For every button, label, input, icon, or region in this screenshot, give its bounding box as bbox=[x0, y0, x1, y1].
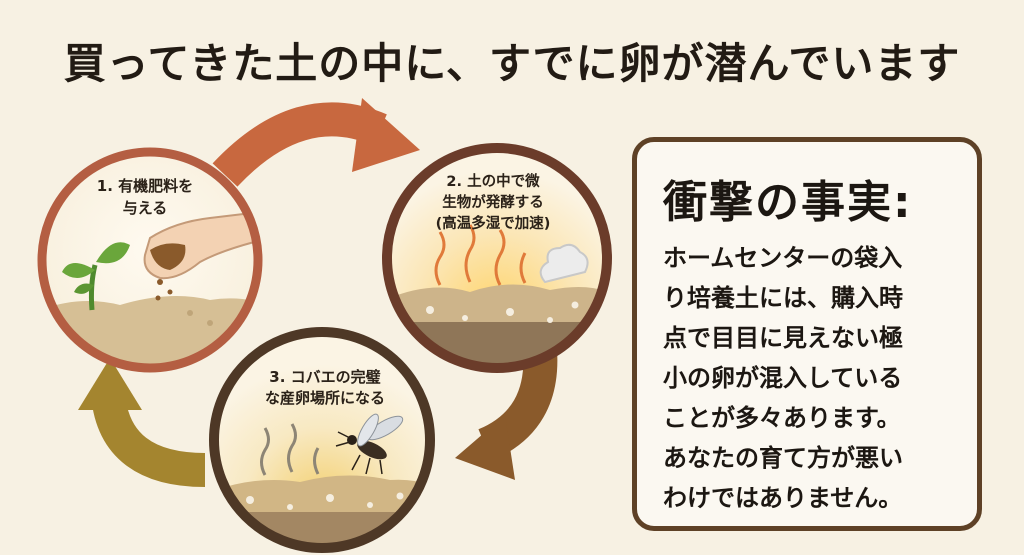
gnat-icon bbox=[335, 413, 404, 475]
step1-text: 有機肥料を 与える bbox=[118, 177, 194, 217]
step3-number: 3. bbox=[269, 368, 286, 386]
arrow-3-to-1 bbox=[78, 358, 206, 487]
seedling-icon bbox=[62, 242, 130, 311]
step2-label: 2. 土の中で微 生物が発酵する (高温多湿で加速) bbox=[418, 172, 568, 235]
step3-label: 3. コバエの完璧 な産卵場所になる bbox=[240, 367, 410, 409]
page-title: 買ってきた土の中に、すでに卵が潜んでいます bbox=[63, 39, 961, 88]
step1-number: 1. bbox=[96, 177, 113, 195]
step1-label: 1. 有機肥料を 与える bbox=[70, 175, 220, 219]
step2-number: 2. bbox=[446, 174, 463, 190]
arrow-1-to-2 bbox=[212, 98, 420, 187]
fact-body: ホームセンターの袋入 り培養土には、購入時 点で目目に見えない極 小の卵が混入し… bbox=[663, 244, 903, 512]
steam-icon bbox=[434, 224, 527, 286]
fact-heading: 衝撃の事実: bbox=[663, 177, 913, 228]
step3-circle bbox=[209, 327, 435, 553]
step2-text: 土の中で微 生物が発酵する (高温多湿で加速) bbox=[435, 174, 551, 232]
step3-text: コバエの完璧 な産卵場所になる bbox=[264, 368, 385, 407]
fact-box: 衝撃の事実: ホームセンターの袋入 り培養土には、購入時 点で目目に見えない極 … bbox=[632, 137, 982, 531]
arrow-2-to-3 bbox=[455, 348, 558, 480]
hand-pouring-fertilizer-icon bbox=[143, 210, 258, 301]
